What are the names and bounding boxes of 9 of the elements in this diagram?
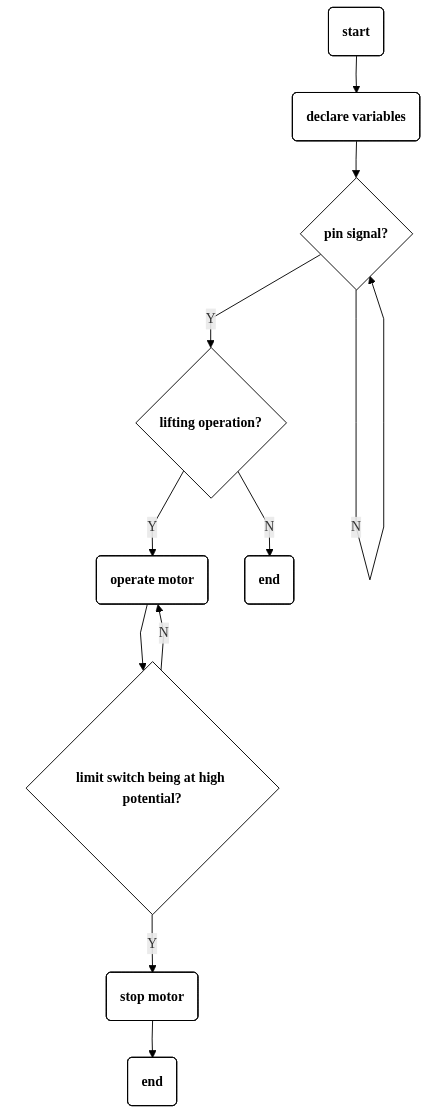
node-diamond: pin signal?	[299, 177, 414, 291]
edge-label: N	[264, 519, 275, 535]
edge-label: N	[351, 519, 362, 535]
edge-label: Y	[147, 519, 158, 535]
node-diamond: limit switch being at high potential?	[25, 661, 280, 916]
edge-label: Y	[147, 935, 158, 951]
edge-label: N	[158, 625, 169, 640]
edge-label: Y	[205, 311, 216, 326]
node-diamond: lifting operation?	[135, 347, 288, 499]
